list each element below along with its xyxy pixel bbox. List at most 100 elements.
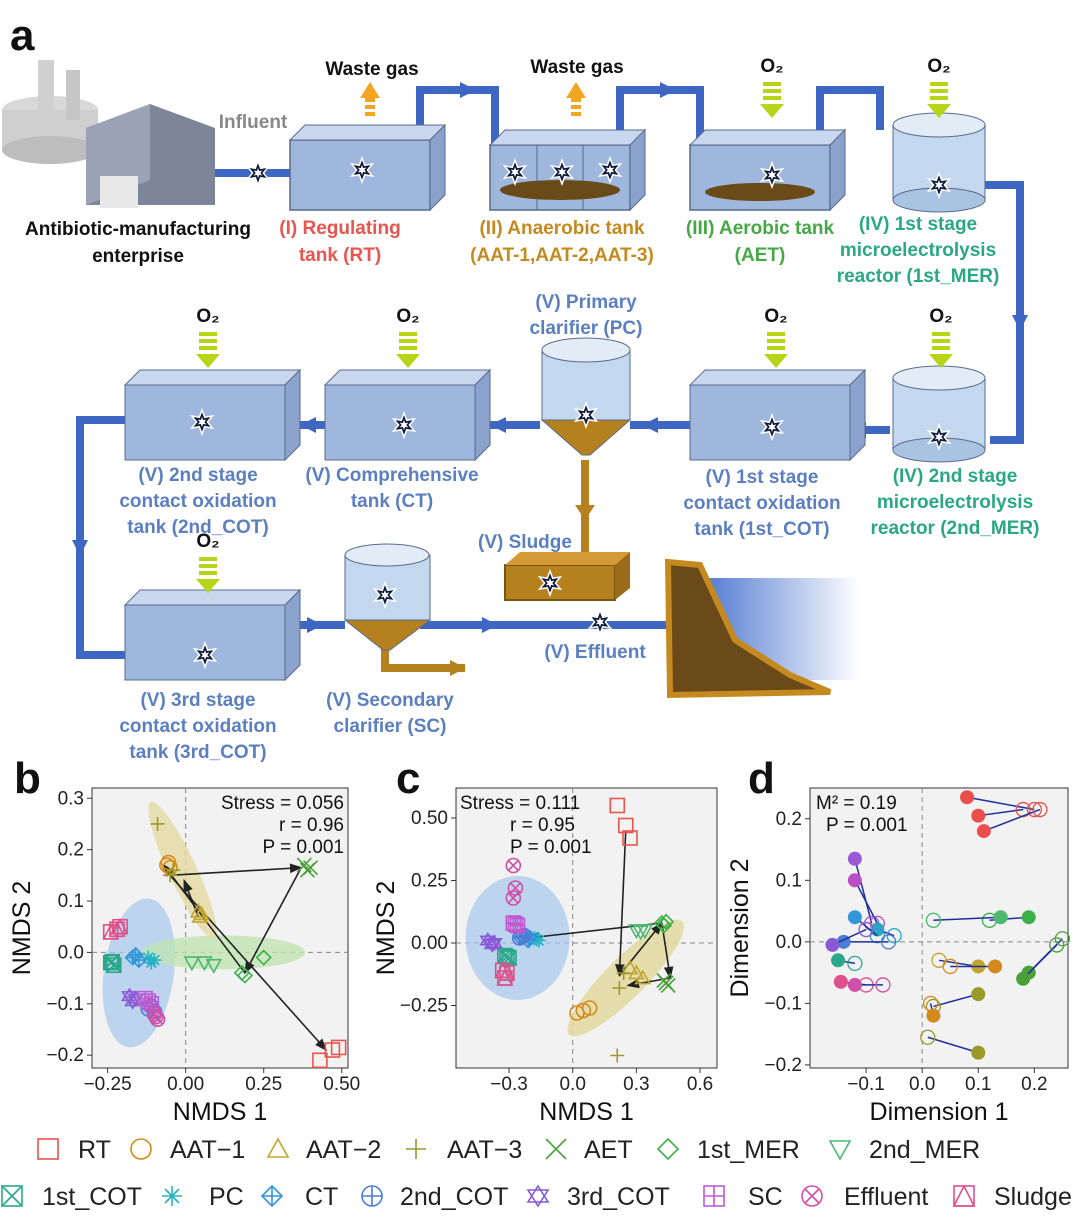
pc-label-1: (V) Primary bbox=[535, 292, 637, 313]
oxygen-arrow-bar bbox=[399, 346, 417, 350]
waste-gas-label-1: Waste gas bbox=[325, 59, 418, 80]
y-tick-label: 0.25 bbox=[411, 871, 448, 892]
oxygen-arrow-bar bbox=[930, 96, 948, 100]
y-tick-label: 0.2 bbox=[776, 809, 802, 830]
sampling-star-core bbox=[605, 165, 615, 175]
clarifier-sc bbox=[343, 543, 432, 651]
oxygen-arrow-bar bbox=[930, 89, 948, 93]
marker-aat-2 bbox=[634, 969, 652, 985]
marker-aat-3 bbox=[610, 1048, 625, 1063]
sampling-star-core bbox=[380, 590, 390, 600]
marker-1st-cot bbox=[104, 954, 120, 970]
sampling-star-core bbox=[934, 180, 944, 190]
y-tick-label: 0.1 bbox=[776, 870, 802, 891]
stat-label: Stress = 0.111 bbox=[460, 793, 580, 814]
marker-2nd-mer bbox=[828, 1140, 852, 1161]
procrustes-link bbox=[933, 993, 979, 1008]
marker-sludge bbox=[498, 964, 516, 981]
oxygen-arrow-bar bbox=[767, 332, 785, 336]
oxygen-label: O₂ bbox=[760, 56, 783, 77]
oxygen-arrow-bar bbox=[199, 557, 217, 561]
shift-arrow bbox=[183, 878, 199, 917]
marker-effluent bbox=[148, 1008, 164, 1025]
x-tick-label: 0.3 bbox=[623, 1074, 649, 1095]
legend-label: 2nd_MER bbox=[869, 1136, 980, 1164]
mer2-label-1: (IV) 2nd stage bbox=[893, 466, 1018, 487]
marker-aat-3 bbox=[166, 863, 181, 878]
stat-label: P = 0.001 bbox=[826, 815, 908, 836]
procrustes-filled-point bbox=[847, 977, 862, 992]
x-tick-label: −0.1 bbox=[847, 1074, 885, 1095]
plot-area bbox=[809, 787, 1069, 1069]
oxygen-arrow-head bbox=[396, 354, 420, 368]
procrustes-open-point bbox=[880, 934, 897, 950]
marker-1st-mer bbox=[236, 967, 254, 984]
cot3-label-1: (V) 3rd stage bbox=[140, 690, 255, 711]
procrustes-filled-point bbox=[1016, 971, 1031, 986]
procrustes-open-point bbox=[1054, 931, 1071, 947]
marker-rt bbox=[609, 797, 626, 814]
procrustes-filled-point bbox=[870, 922, 885, 937]
marker-aat-2 bbox=[191, 907, 209, 923]
aat-label-2: (AAT-1,AAT-2,AAT-3) bbox=[470, 245, 654, 266]
oxygen-label: O₂ bbox=[396, 306, 419, 327]
sludge-arrow-2 bbox=[450, 660, 466, 676]
clarifier-pc bbox=[540, 337, 632, 456]
y-tick-label: −0.1 bbox=[764, 993, 802, 1014]
procrustes-link bbox=[966, 796, 1035, 811]
cot3-label-2: contact oxidation bbox=[119, 716, 276, 737]
marker-rt bbox=[622, 830, 638, 846]
legend-label: AAT−2 bbox=[306, 1136, 381, 1164]
marker-aat-3 bbox=[150, 816, 165, 831]
x-tick-label: 0.2 bbox=[1021, 1074, 1047, 1095]
marker-ct bbox=[125, 950, 140, 965]
oxygen-arrow-bar bbox=[932, 339, 950, 343]
marker-2nd-mer bbox=[636, 924, 654, 940]
sampling-star-core bbox=[197, 417, 207, 427]
oxygen-arrow-head bbox=[760, 104, 784, 118]
oxygen-label: O₂ bbox=[196, 531, 219, 552]
marker-rt bbox=[312, 1052, 328, 1069]
marker-effluent bbox=[150, 1011, 162, 1023]
tank-2nd-cot bbox=[123, 368, 302, 462]
cot2-label-1: (V) 2nd stage bbox=[138, 465, 257, 486]
procrustes-link bbox=[927, 1036, 979, 1054]
procrustes-open-point bbox=[1032, 801, 1048, 818]
ct-label-2: tank (CT) bbox=[351, 491, 433, 512]
oxygen-arrow-bar bbox=[763, 96, 781, 100]
sampling-star-core bbox=[767, 422, 777, 432]
oxygen-arrow-bar bbox=[767, 339, 785, 343]
procrustes-filled-point bbox=[825, 937, 840, 952]
x-tick-label: 0.50 bbox=[323, 1074, 360, 1095]
procrustes-filled-point bbox=[971, 987, 986, 1002]
factory-icon bbox=[2, 60, 215, 208]
marker-pc bbox=[162, 1186, 182, 1206]
procrustes-open-point bbox=[858, 921, 874, 938]
mer1-label-2: microelectrolysis bbox=[840, 240, 996, 261]
sludge-tank-icon bbox=[504, 552, 630, 601]
legend-label: RT bbox=[78, 1136, 111, 1164]
oxygen-arrow-bar bbox=[930, 82, 948, 86]
legend-label: 1st_COT bbox=[42, 1183, 142, 1211]
oxygen-arrow-head bbox=[196, 354, 220, 368]
marker-effluent bbox=[507, 860, 519, 871]
procrustes-open-point bbox=[875, 977, 891, 993]
marker-aat-2 bbox=[628, 964, 645, 980]
marker-1st-cot bbox=[106, 957, 122, 974]
marker-aat-1 bbox=[130, 1138, 152, 1160]
cot2-label-3: tank (2nd_COT) bbox=[127, 517, 268, 538]
ct-label-1: (V) Comprehensive bbox=[305, 465, 478, 486]
procrustes-open-point bbox=[886, 928, 902, 944]
oxygen-arrow-bar bbox=[932, 332, 950, 336]
y-axis-title: Dimension 2 bbox=[726, 859, 754, 998]
oxygen-label: O₂ bbox=[196, 306, 219, 327]
pc-label-2: clarifier (PC) bbox=[530, 318, 643, 339]
marker-2nd-mer bbox=[205, 958, 223, 974]
legend-label: AAT−1 bbox=[170, 1136, 245, 1164]
x-axis-title: NMDS 1 bbox=[173, 1098, 267, 1126]
marker-effluent bbox=[509, 882, 521, 894]
marker-2nd-mer bbox=[628, 924, 645, 940]
x-tick-label: −0.25 bbox=[84, 1074, 132, 1095]
procrustes-filled-point bbox=[976, 824, 991, 839]
legend-label: AAT−3 bbox=[447, 1136, 522, 1164]
